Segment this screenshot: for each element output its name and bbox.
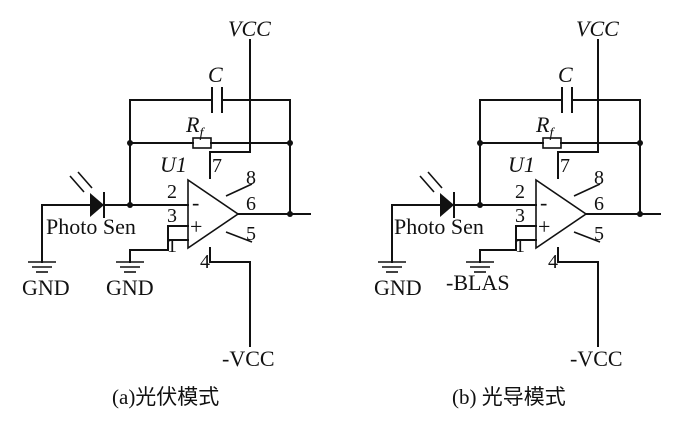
neg-vcc-label-b: -VCC xyxy=(570,346,623,371)
junction-b1 xyxy=(477,140,483,146)
gnd-left-label-b: GND xyxy=(374,275,422,300)
pin5-lead-a xyxy=(225,231,253,243)
output-node-a xyxy=(287,211,293,217)
pin8-label-b: 8 xyxy=(594,167,604,189)
pin6-label-a: 6 xyxy=(246,193,256,215)
pin7-label-a: 7 xyxy=(212,155,222,177)
photodiode-symbol-a xyxy=(90,193,104,217)
neg-vcc-label-a: -VCC xyxy=(222,346,275,371)
photodiode-symbol-b xyxy=(440,193,454,217)
pin3-label-b: 3 xyxy=(515,205,525,227)
caption-a: (a)光伏模式 xyxy=(112,385,219,409)
resistor-label-b: Rf xyxy=(535,112,555,141)
pin1-label-a: 1 xyxy=(167,235,177,257)
light-arrow-a1 xyxy=(69,175,85,193)
plus-sign-b: + xyxy=(538,214,550,239)
opamp-label-a: U1 xyxy=(160,152,187,177)
circuit-b: VCC C Rf U1 7 2 3 1 - + 8 6 5 4 Photo Se… xyxy=(374,16,661,409)
light-arrow-b2 xyxy=(427,171,443,189)
junction-a3 xyxy=(127,202,133,208)
pin8-lead-b xyxy=(573,183,601,197)
minus-sign-b: - xyxy=(540,190,547,215)
caption-b: (b) 光导模式 xyxy=(452,385,566,409)
pin2-label-b: 2 xyxy=(515,181,525,203)
junction-b2 xyxy=(637,140,643,146)
pin5-lead-b xyxy=(573,231,601,243)
circuit-a: VCC C Rf U1 7 2 3 1 - + 8 6 5 4 Photo Se… xyxy=(22,16,311,409)
light-arrow-a2 xyxy=(77,171,93,189)
pin5-label-a: 5 xyxy=(246,223,256,245)
vcc-label-a: VCC xyxy=(228,16,271,41)
pin3-label-a: 3 xyxy=(167,205,177,227)
junction-a1 xyxy=(127,140,133,146)
opamp-triangle-a xyxy=(187,178,240,250)
pin2-label-a: 2 xyxy=(167,181,177,203)
junction-b3 xyxy=(477,202,483,208)
pin8-lead-a xyxy=(225,183,253,197)
pin5-label-b: 5 xyxy=(594,223,604,245)
junction-a2 xyxy=(287,140,293,146)
vcc-label-b: VCC xyxy=(576,16,619,41)
capacitor-label-b: C xyxy=(558,62,573,87)
opamp-label-b: U1 xyxy=(508,152,535,177)
plus-sign-a: + xyxy=(190,214,202,239)
gnd-right-label-a: GND xyxy=(106,275,154,300)
pin8-label-a: 8 xyxy=(246,167,256,189)
output-node-b xyxy=(637,211,643,217)
photo-sensor-label-a: Photo Sen xyxy=(46,214,136,239)
photo-sensor-label-b: Photo Sen xyxy=(394,214,484,239)
pin4-label-a: 4 xyxy=(200,251,210,273)
light-arrow-b1 xyxy=(419,175,435,193)
gnd-left-label-a: GND xyxy=(22,275,70,300)
opamp-triangle-b xyxy=(535,178,588,250)
capacitor-label-a: C xyxy=(208,62,223,87)
pin4-label-b: 4 xyxy=(548,251,558,273)
resistor-label-a: Rf xyxy=(185,112,205,141)
pin6-label-b: 6 xyxy=(594,193,604,215)
bias-label-b: -BLAS xyxy=(446,270,510,295)
pin7-label-b: 7 xyxy=(560,155,570,177)
pin1-label-b: 1 xyxy=(515,235,525,257)
minus-sign-a: - xyxy=(192,190,199,215)
